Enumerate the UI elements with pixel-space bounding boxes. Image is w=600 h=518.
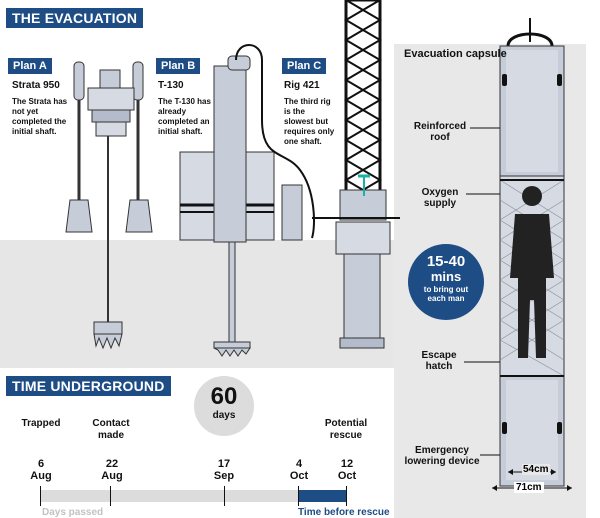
days-passed-bar bbox=[40, 490, 298, 502]
outer-diameter-label: 71cm bbox=[514, 482, 544, 493]
time-underground-title: TIME UNDERGROUND bbox=[6, 376, 171, 396]
time-before-rescue-label: Time before rescue bbox=[298, 507, 390, 518]
page-title: THE EVACUATION bbox=[6, 8, 144, 28]
plan-c-name: Rig 421 bbox=[284, 80, 320, 91]
plan-b-desc: The T-130 has already completed an initi… bbox=[158, 97, 211, 136]
t130-rig bbox=[179, 44, 315, 357]
escape-hatch-label: Escape hatch bbox=[421, 350, 457, 372]
badge-unit: mins bbox=[430, 269, 462, 284]
tick-trapped bbox=[40, 486, 41, 506]
tick-oct12 bbox=[346, 486, 347, 506]
date-month: Aug bbox=[30, 470, 52, 482]
strata-950-rig bbox=[65, 61, 153, 350]
tick-oct4 bbox=[298, 486, 299, 506]
tick-contact bbox=[110, 486, 111, 506]
days-circle: 60 days bbox=[194, 376, 254, 436]
oxygen-supply-label: Oxygen supply bbox=[421, 187, 459, 209]
time-per-man-badge: 15-40 mins to bring out each man bbox=[408, 244, 484, 320]
emergency-lowering-device-label: Emergency lowering device bbox=[404, 445, 480, 467]
date-day: 12 bbox=[340, 458, 354, 470]
date-oct12: 12 Oct bbox=[333, 458, 361, 482]
event-label-rescue: Potential rescue bbox=[324, 418, 368, 441]
badge-text: to bring out each man bbox=[423, 285, 469, 303]
ground bbox=[0, 240, 400, 368]
date-day: 4 bbox=[295, 458, 303, 470]
date-day: 17 bbox=[217, 458, 231, 470]
plan-a-name: Strata 950 bbox=[12, 80, 60, 91]
drilling-machines-illustration bbox=[65, 0, 400, 357]
plan-c-desc: The third rig is the slowest but require… bbox=[284, 97, 335, 146]
rig-421-derrick bbox=[312, 0, 400, 349]
date-month: Oct bbox=[289, 470, 309, 482]
date-day: 22 bbox=[105, 458, 119, 470]
badge-value: 15-40 bbox=[426, 253, 466, 270]
days-unit: days bbox=[212, 410, 236, 421]
date-oct4: 4 Oct bbox=[286, 458, 312, 482]
plan-a-desc: The Strata has not yet completed the ini… bbox=[12, 97, 68, 136]
capsule-title: Evacuation capsule bbox=[404, 48, 507, 60]
date-month: Oct bbox=[337, 470, 357, 482]
plan-b-name: T-130 bbox=[158, 80, 184, 91]
event-label-contact: Contact made bbox=[92, 418, 130, 441]
plan-a-tag: Plan A bbox=[8, 58, 52, 74]
date-month: Aug bbox=[101, 470, 123, 482]
date-month: Sep bbox=[213, 470, 235, 482]
evacuation-capsule-illustration bbox=[464, 18, 572, 491]
reinforced-roof-label: Reinforced roof bbox=[413, 121, 467, 143]
date-sep: 17 Sep bbox=[210, 458, 238, 482]
tick-sep bbox=[224, 486, 225, 506]
time-before-rescue-bar bbox=[298, 490, 346, 502]
event-label-trapped: Trapped bbox=[21, 418, 61, 429]
days-passed-label: Days passed bbox=[42, 507, 104, 518]
plan-c-tag: Plan C bbox=[282, 58, 327, 74]
date-contact: 22 Aug bbox=[98, 458, 126, 482]
date-day: 6 bbox=[37, 458, 45, 470]
plan-b-tag: Plan B bbox=[156, 58, 201, 74]
inner-diameter-label: 54cm bbox=[522, 464, 550, 475]
date-trapped: 6 Aug bbox=[28, 458, 54, 482]
days-value: 60 bbox=[210, 383, 238, 410]
